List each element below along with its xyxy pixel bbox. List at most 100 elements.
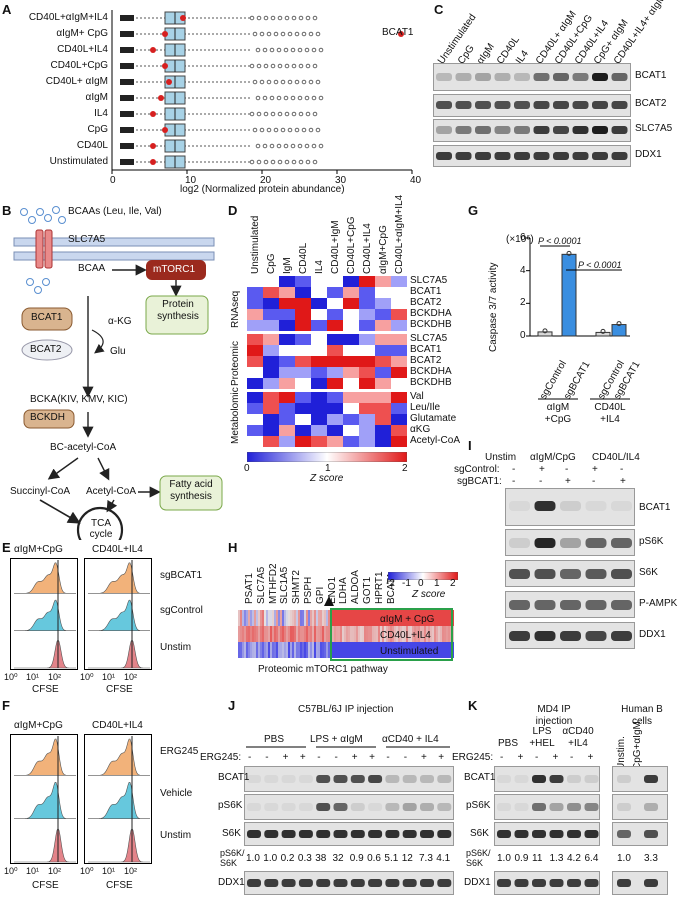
j-sign: + bbox=[299, 752, 306, 763]
h-cell bbox=[402, 610, 404, 626]
heat-cell bbox=[295, 414, 311, 425]
band bbox=[475, 73, 491, 81]
h-cell bbox=[314, 626, 316, 642]
h-cell bbox=[300, 626, 302, 642]
outlier bbox=[252, 31, 258, 37]
panel-label-b: B bbox=[2, 203, 12, 218]
h-cell bbox=[440, 610, 442, 626]
heat-cell bbox=[279, 320, 295, 331]
outlier bbox=[255, 143, 261, 149]
g-bar bbox=[595, 331, 611, 337]
h-cell bbox=[340, 610, 342, 626]
heat-cell bbox=[327, 276, 343, 287]
h-cell bbox=[274, 610, 276, 626]
outlier bbox=[318, 95, 324, 101]
heat-cell bbox=[359, 298, 375, 309]
low-points bbox=[120, 95, 134, 101]
k-ratio-label: pS6K/ S6K bbox=[466, 848, 491, 868]
i-sign-ctrl: - bbox=[512, 464, 516, 475]
band bbox=[247, 830, 261, 838]
outlier bbox=[280, 31, 286, 37]
heat-cell bbox=[263, 309, 279, 320]
d-row-label: BCKDHB bbox=[410, 319, 452, 330]
blot-c-slc7a5 bbox=[433, 119, 631, 142]
k-sign: - bbox=[500, 752, 504, 763]
d-column-label: IL4 bbox=[314, 260, 325, 274]
heat-cell bbox=[343, 298, 359, 309]
heat-cell bbox=[279, 298, 295, 309]
band bbox=[567, 830, 581, 838]
k-human-2: CpG+αIgM bbox=[632, 721, 643, 770]
heat-cell bbox=[359, 309, 375, 320]
h-cell bbox=[438, 626, 440, 642]
heat-cell bbox=[391, 414, 407, 425]
h-cell bbox=[372, 642, 374, 658]
h-cell bbox=[306, 610, 308, 626]
band bbox=[514, 152, 530, 160]
outlier bbox=[283, 143, 289, 149]
h-cell bbox=[304, 610, 306, 626]
h-cell bbox=[368, 626, 370, 642]
h-cell bbox=[426, 642, 428, 658]
h-cell bbox=[312, 626, 314, 642]
k-group-3: αCD40 +IL4 bbox=[562, 726, 594, 749]
heat-cell bbox=[311, 309, 327, 320]
band bbox=[497, 775, 511, 783]
band bbox=[617, 879, 631, 887]
band bbox=[368, 803, 383, 811]
h-cell bbox=[268, 610, 270, 626]
d-group-label: RNAseq bbox=[230, 290, 241, 328]
h-cell bbox=[266, 610, 268, 626]
heat-cell bbox=[343, 309, 359, 320]
blot-c-ddx1 bbox=[433, 145, 631, 167]
outlier bbox=[273, 127, 279, 133]
low-points bbox=[120, 159, 134, 165]
heat-cell bbox=[375, 320, 391, 331]
g-group-2: CD40L +IL4 bbox=[594, 402, 626, 425]
h-cell bbox=[392, 610, 394, 626]
outlier bbox=[294, 127, 300, 133]
heat-cell bbox=[375, 425, 391, 436]
outlier bbox=[255, 47, 261, 53]
outlier bbox=[283, 47, 289, 53]
h-gene-label: PSAT1 bbox=[244, 573, 255, 604]
band bbox=[247, 803, 261, 811]
e-col-1: αIgM+CpG bbox=[14, 544, 63, 555]
h-cell bbox=[258, 642, 260, 658]
band bbox=[532, 830, 546, 838]
panel-label-a: A bbox=[2, 2, 12, 17]
outlier bbox=[318, 143, 324, 149]
d-column-label: αIgM+CpG bbox=[378, 225, 389, 274]
h-cell bbox=[246, 610, 248, 626]
h-cell bbox=[262, 642, 264, 658]
f-tick-1b: 10¹ bbox=[26, 866, 40, 876]
band bbox=[560, 501, 581, 511]
panel-label-f: F bbox=[2, 698, 10, 713]
heat-cell bbox=[391, 378, 407, 389]
f-histogram-box-2 bbox=[84, 734, 152, 864]
j-sign: + bbox=[369, 752, 375, 763]
h-cell bbox=[442, 610, 444, 626]
band bbox=[298, 830, 313, 838]
h-cell bbox=[432, 642, 434, 658]
condition-label: CD40L+αIgM+IL4 bbox=[28, 12, 108, 23]
h-cell bbox=[340, 626, 342, 642]
h-cell bbox=[432, 626, 434, 642]
h-cell bbox=[284, 626, 286, 642]
i-header-1: Unstim bbox=[485, 452, 517, 463]
heat-cell bbox=[359, 425, 375, 436]
h-gene-label: SHMT2 bbox=[291, 570, 303, 604]
heat-cell bbox=[279, 367, 295, 378]
band bbox=[611, 600, 632, 610]
h-cell bbox=[364, 610, 366, 626]
x-tick-label: 10 bbox=[185, 175, 197, 186]
i-sign-ctrl: - bbox=[565, 464, 569, 475]
d-column-label: CD40L+IgM bbox=[330, 220, 341, 274]
heat-cell bbox=[263, 414, 279, 425]
band bbox=[281, 803, 296, 811]
h-cell bbox=[320, 626, 322, 642]
h-row-3: Unstimulated bbox=[380, 646, 439, 657]
outlier bbox=[273, 31, 279, 37]
outlier bbox=[308, 127, 314, 133]
blot-label-j-s6k: S6K bbox=[222, 828, 241, 839]
